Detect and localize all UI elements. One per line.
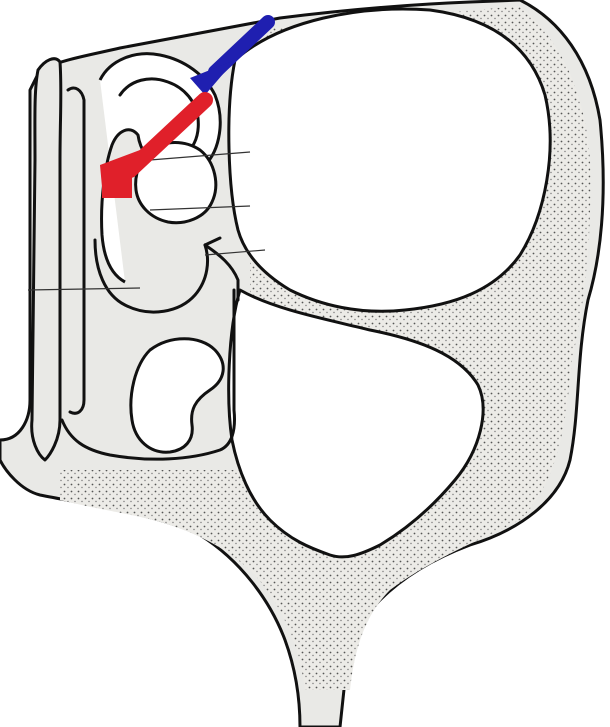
- nasal-septum: [32, 59, 61, 460]
- upper-sinus-cavity: [229, 9, 550, 311]
